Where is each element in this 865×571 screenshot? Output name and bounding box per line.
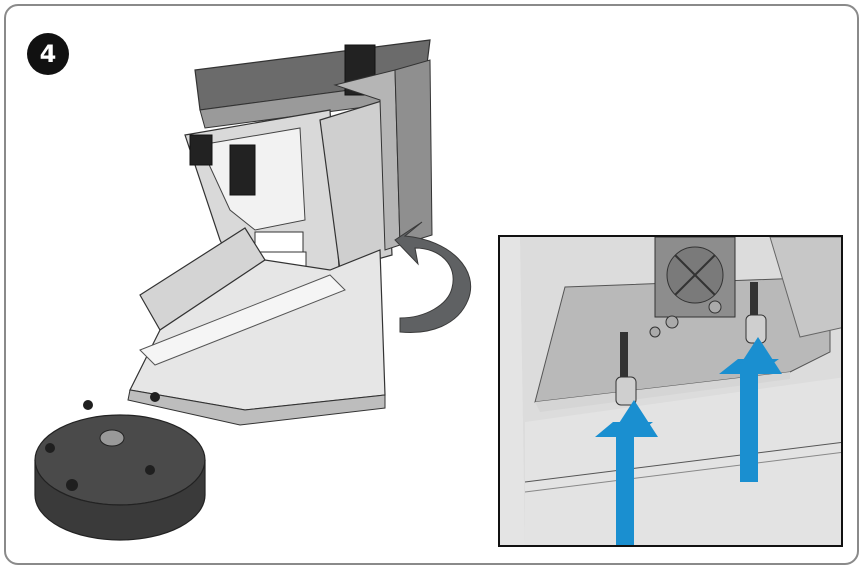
inset-illustration: [500, 237, 841, 545]
step-number-badge: 4: [27, 33, 69, 75]
step-number: 4: [39, 40, 57, 68]
detail-inset: [498, 235, 843, 547]
rotate-arrow-icon: [394, 221, 472, 334]
